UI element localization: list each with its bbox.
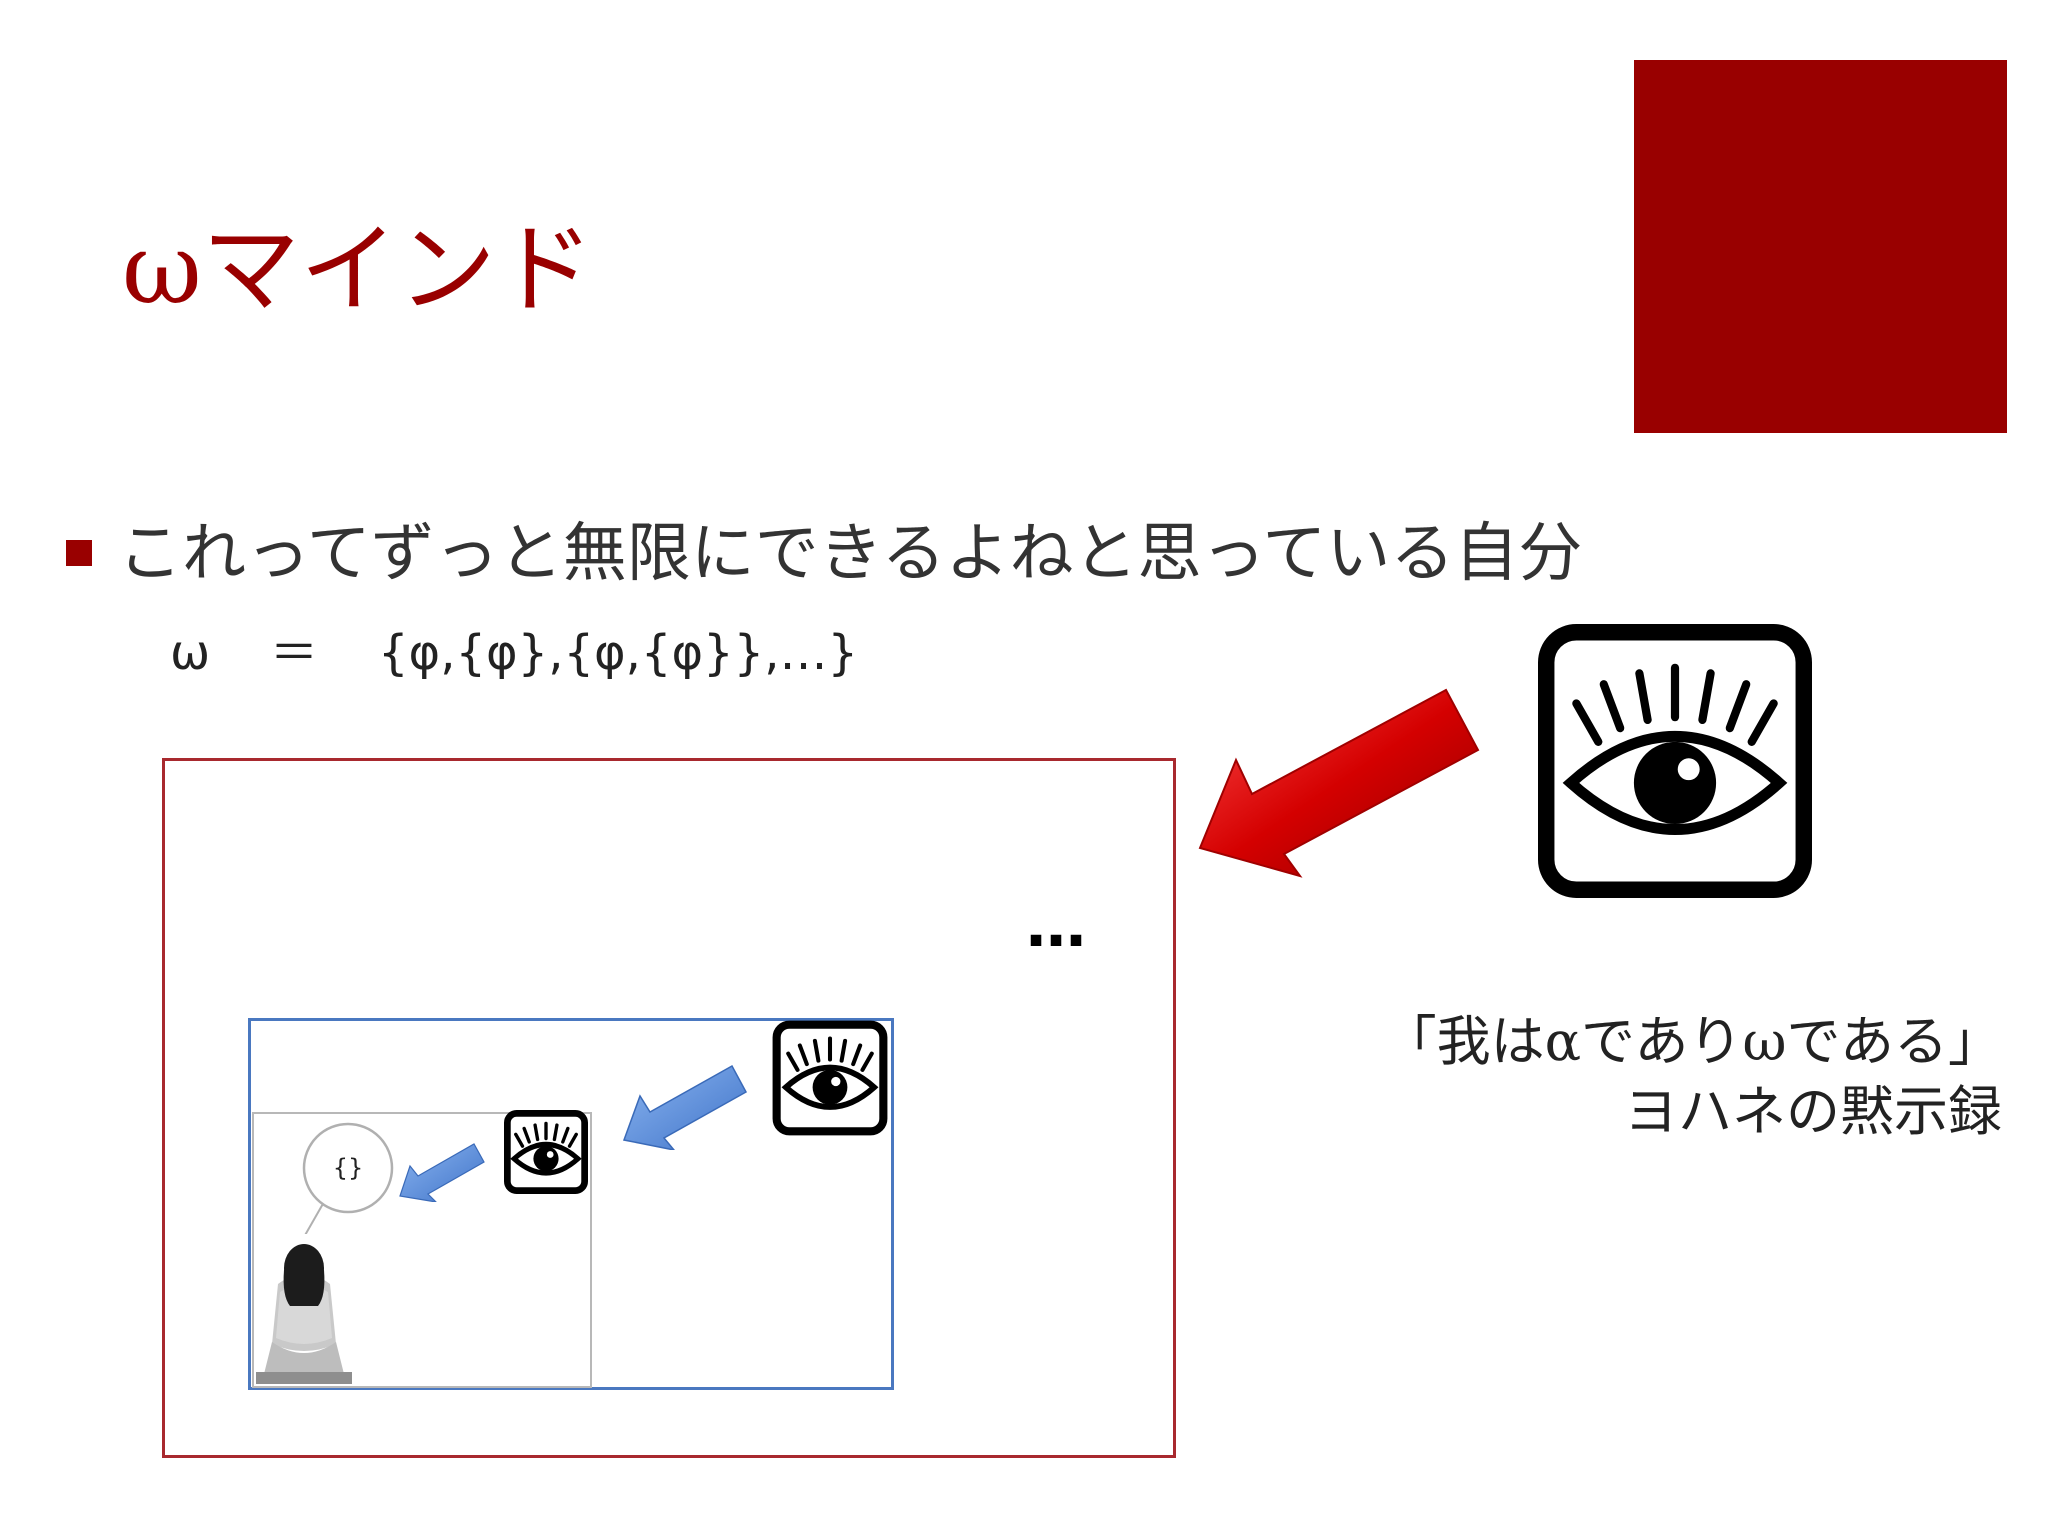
bubble-text: {} xyxy=(333,1154,364,1182)
person-illustration xyxy=(256,1234,352,1384)
ellipsis: … xyxy=(1026,891,1092,961)
bullet-text: これってずっと無限にできるよねと思っている自分 xyxy=(118,517,1583,591)
formula-equals: ＝ xyxy=(270,625,319,681)
speech-bubble: {} xyxy=(299,1122,394,1245)
eye-icon xyxy=(772,1020,888,1136)
eye-icon xyxy=(1538,624,1812,898)
quote-source: ヨハネの黙示録 xyxy=(1624,1080,2002,1143)
big-red-arrow xyxy=(1198,688,1480,878)
slide-title: ωマインド xyxy=(122,213,594,327)
eye-icon xyxy=(504,1110,588,1194)
accent-square xyxy=(1634,60,2007,433)
omega-formula: ω ＝ {φ,{φ},{φ,{φ}},…} xyxy=(170,620,858,686)
medium-blue-arrow xyxy=(622,1064,748,1150)
formula-lhs: ω xyxy=(170,625,211,681)
small-blue-arrow xyxy=(399,1143,485,1202)
formula-rhs: {φ,{φ},{φ,{φ}},…} xyxy=(378,625,858,681)
quote-text: 「我はαでありωである」 xyxy=(1382,1010,2002,1073)
bullet-marker xyxy=(66,540,92,566)
